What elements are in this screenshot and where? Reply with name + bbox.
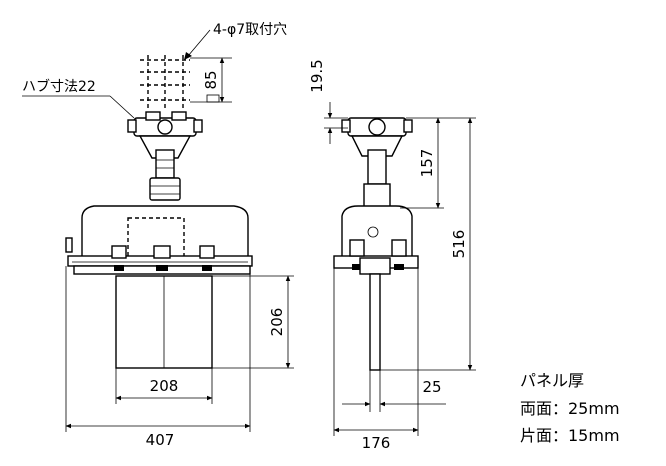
side-view: 19.5 157 516 25 176 — [308, 59, 476, 452]
dim-top-offset: 19.5 — [308, 59, 348, 144]
hub-callout: ハブ寸法22 — [22, 78, 135, 119]
dim-516-label: 516 — [450, 230, 468, 259]
hub-label: ハブ寸法22 — [22, 78, 96, 95]
front-view: 85 4-φ7取付穴 ハブ寸法22 206 208 — [22, 22, 294, 449]
hub-box — [127, 111, 203, 201]
dim-19-5-label: 19.5 — [308, 59, 326, 92]
side-hub — [341, 117, 413, 209]
dim-25-label: 25 — [422, 378, 441, 396]
dim-total-width: 407 — [65, 266, 251, 449]
hole-label: 4-φ7取付穴 — [213, 22, 287, 38]
main-housing — [65, 205, 253, 275]
dim-lower-width: 208 — [115, 368, 213, 404]
dim-stem-height: 157 — [400, 117, 444, 209]
dim-width: 176 — [333, 268, 419, 452]
lower-cylinder — [115, 275, 213, 369]
mounting-hole-pattern — [140, 55, 220, 110]
dim-176-label: 176 — [362, 434, 391, 452]
side-housing — [333, 205, 419, 275]
dim-rod-offset: 25 — [342, 370, 446, 412]
dim-hole-pitch: 85 — [190, 57, 232, 103]
side-rod — [369, 273, 381, 371]
dim-total-height: 516 — [380, 117, 476, 371]
dim-lower-height: 206 — [212, 275, 294, 369]
hole-callout: 4-φ7取付穴 — [184, 22, 287, 60]
dim-208-label: 208 — [150, 377, 179, 395]
dim-206-label: 206 — [268, 308, 286, 337]
dim-157-label: 157 — [418, 149, 436, 178]
panel-note-both-sides: 両面：25mm — [520, 399, 620, 418]
panel-note-one-side: 片面：15mm — [520, 426, 620, 445]
panel-note-title: パネル厚 — [520, 371, 584, 390]
dim-85-label: 85 — [202, 70, 220, 89]
panel-thickness-note: パネル厚 両面：25mm 片面：15mm — [520, 371, 620, 445]
dim-407-label: 407 — [146, 431, 175, 449]
